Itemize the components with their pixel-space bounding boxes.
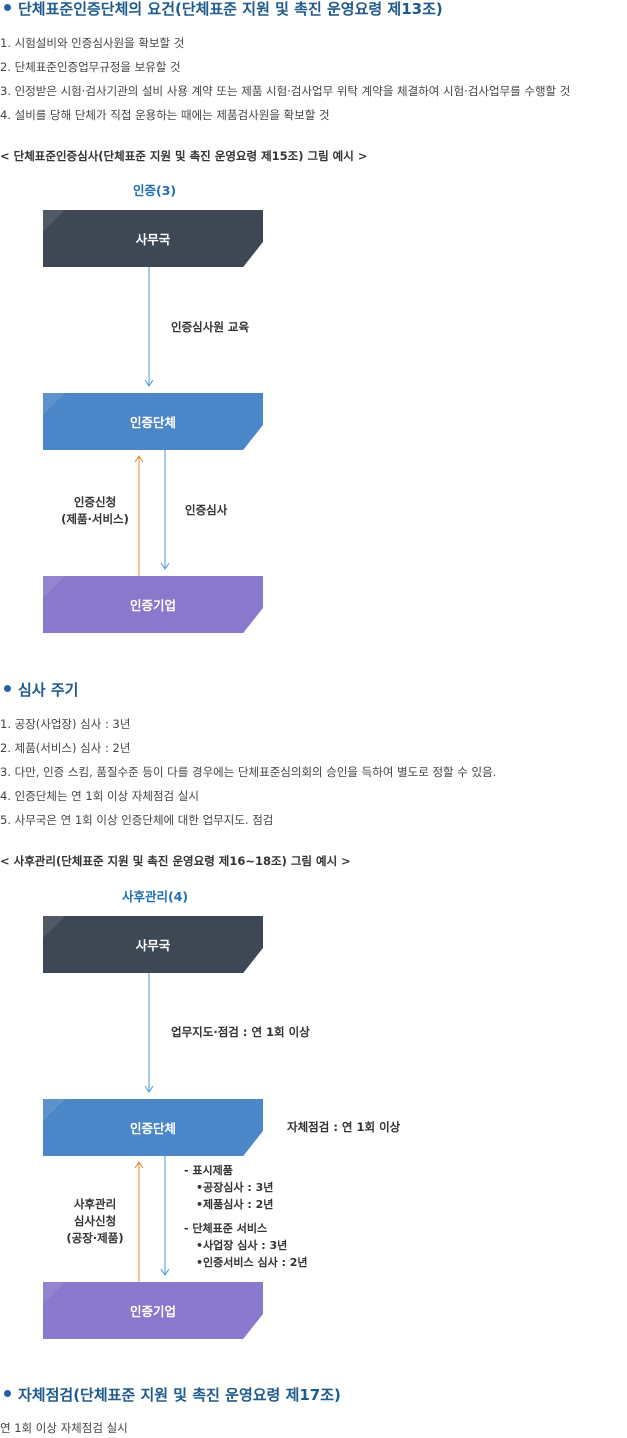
bullet-icon: [4, 685, 11, 692]
label-certification-application: 인증신청 (제품·서비스): [61, 495, 129, 526]
diagram1-caption: < 단체표준인증심사(단체표준 지원 및 촉진 운영요령 제15조) 그림 예시…: [0, 149, 368, 163]
section3-heading: 자체점검(단체표준 지원 및 촉진 운영요령 제17조): [4, 1386, 341, 1404]
label-certification-audit: 인증심사: [185, 503, 228, 517]
arrow-down-secretariat-to-body-2: [144, 973, 154, 1093]
list-item: 4. 인증단체는 연 1회 이상 자체점검 실시: [0, 789, 199, 803]
box-secretariat: 사무국: [43, 210, 263, 267]
requirements-list: 1. 시험설비와 인증심사원을 확보할 것 2. 단체표준인증업무규정을 보유할…: [0, 35, 570, 131]
arrow-up-company-to-body: [134, 455, 144, 576]
bullet-icon: [4, 4, 11, 11]
arrow-down-body-to-company-2: [160, 1156, 170, 1276]
list-item: 1. 시험설비와 인증심사원을 확보할 것: [0, 36, 185, 50]
label-auditor-training: 인증심사원 교육: [171, 320, 250, 334]
list-item: 2. 제품(서비스) 심사 : 2년: [0, 741, 131, 755]
diagram2-caption: < 사후관리(단체표준 지원 및 촉진 운영요령 제16~18조) 그림 예시 …: [0, 854, 351, 868]
box-secretariat-2: 사무국: [43, 916, 263, 973]
box-certification-body-2: 인증단체: [43, 1099, 263, 1156]
section2-heading: 심사 주기: [4, 681, 78, 699]
self-inspection-text: 연 1회 이상 자체점검 실시: [0, 1421, 128, 1435]
list-item: 5. 사무국은 연 1회 이상 인증단체에 대한 업무지도. 점검: [0, 813, 274, 827]
list-item: 3. 인정받은 시험·검사기관의 설비 사용 계약 또는 제품 시험·검사업무 …: [0, 84, 571, 98]
arrow-down-body-to-company: [160, 450, 170, 570]
box-certification-body: 인증단체: [43, 393, 263, 450]
diagram2-title: 사후관리(4): [122, 889, 189, 904]
arrow-up-company-to-body-2: [134, 1161, 144, 1282]
audit-cycle-list: 1. 공장(사업장) 심사 : 3년 2. 제품(서비스) 심사 : 2년 3.…: [0, 716, 496, 836]
label-self-inspection: 자체점검 : 연 1회 이상: [287, 1120, 401, 1134]
list-item: 2. 단체표준인증업무규정을 보유할 것: [0, 60, 181, 74]
list-item: 4. 설비를 당해 단체가 직접 운용하는 때에는 제품검사원을 확보할 것: [0, 108, 330, 122]
box-certified-company: 인증기업: [43, 576, 263, 633]
arrow-down-secretariat-to-body: [144, 267, 154, 387]
section1-heading: 단체표준인증단체의 요건(단체표준 지원 및 촉진 운영요령 제13조): [4, 0, 443, 18]
box-certified-company-2: 인증기업: [43, 1282, 263, 1339]
bullet-icon: [4, 1390, 11, 1397]
label-guidance-inspection: 업무지도·점검 : 연 1회 이상: [171, 1025, 310, 1039]
list-item: 1. 공장(사업장) 심사 : 3년: [0, 717, 131, 731]
diagram1-title: 인증(3): [133, 183, 177, 198]
label-postmanagement-application: 사후관리 심사신청 (공장·제품): [66, 1197, 124, 1245]
audit-period-details: - 표시제품 •공장심사 : 3년 •제품심사 : 2년 - 단체표준 서비스 …: [184, 1164, 308, 1269]
list-item: 3. 다만, 인증 스킴, 품질수준 등이 다를 경우에는 단체표준심의회의 승…: [0, 765, 497, 779]
